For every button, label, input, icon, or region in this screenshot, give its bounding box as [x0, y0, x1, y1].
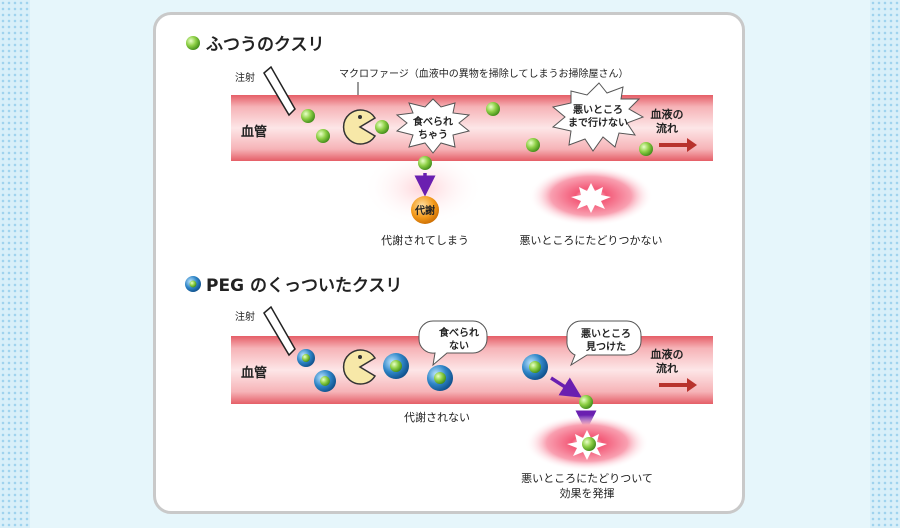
cant-reach-line1: 悪いところ	[573, 104, 623, 116]
drug-particle	[639, 142, 653, 156]
drug-particle	[375, 120, 389, 134]
not-eaten-line1: 食べられ	[438, 326, 479, 339]
peg-drug	[427, 365, 453, 391]
left-border-pattern	[0, 0, 30, 528]
macrophage-eye	[358, 355, 362, 359]
flow-label-2-line1: 血液の	[651, 347, 684, 361]
cant-reach-line2: まで行けない	[568, 116, 628, 129]
syringe-icon	[263, 305, 296, 357]
right-border-pattern	[870, 0, 900, 528]
found-bubble	[566, 320, 642, 367]
eaten-bubble	[395, 98, 471, 154]
vessel-label: 血管	[241, 124, 267, 140]
diagram-card: ふつうのクスリ 注射 マクロファージ（血液中の異物を掃除してしまうお掃除屋さん）…	[153, 12, 745, 514]
not-metabolized-caption: 代謝されない	[404, 410, 470, 424]
peg-ball-core	[189, 280, 197, 288]
drug-particle	[316, 129, 330, 143]
purple-arrow-icon	[550, 376, 582, 398]
effect-caption-line1: 悪いところにたどりついて	[521, 472, 653, 485]
drug-particle	[526, 138, 540, 152]
found-line1: 悪いところ	[581, 328, 631, 340]
cant-reach-caption: 悪いところにたどりつかない	[519, 234, 662, 247]
section-peg-title: PEG のくっついたクスリ	[206, 276, 402, 296]
injection-label-2: 注射	[235, 310, 255, 323]
flow-label-2-line2: 流れ	[656, 361, 678, 375]
macrophage-eye	[358, 115, 362, 119]
drug-at-target	[582, 437, 596, 451]
macrophage-icon	[342, 109, 377, 145]
peg-drug	[383, 353, 409, 379]
metabolized-caption: 代謝されてしまう	[381, 233, 469, 247]
flow-arrowhead-icon	[687, 138, 697, 152]
drug-particle	[301, 109, 315, 123]
vessel-label-2: 血管	[241, 365, 267, 381]
flow-label-line2: 流れ	[656, 121, 678, 135]
flow-arrowhead-icon	[687, 378, 697, 392]
peg-drug	[314, 370, 336, 392]
eaten-bubble-line2: ちゃう	[418, 129, 448, 141]
syringe-icon	[263, 65, 296, 117]
not-eaten-line2: ない	[449, 340, 469, 352]
section-normal: ふつうのクスリ 注射 マクロファージ（血液中の異物を掃除してしまうお掃除屋さん）…	[186, 35, 713, 247]
peg-drug	[522, 354, 548, 380]
section-peg: PEG のくっついたクスリ 注射 血管	[185, 276, 713, 500]
macrophage-label: マクロファージ（血液中の異物を掃除してしまうお掃除屋さん）	[339, 67, 629, 80]
peg-drug	[297, 349, 315, 367]
released-drug	[579, 395, 593, 409]
section-normal-title: ふつうのクスリ	[206, 35, 325, 55]
injection-label: 注射	[235, 71, 255, 84]
drug-particle	[486, 102, 500, 116]
flow-label-line1: 血液の	[651, 107, 684, 121]
metabolism-badge-text: 代謝	[414, 204, 435, 217]
not-eaten-bubble	[418, 320, 488, 367]
green-ball-icon	[186, 36, 200, 50]
effect-caption-line2: 効果を発揮	[560, 486, 615, 500]
metabolism-badge	[411, 196, 439, 224]
cant-reach-bubble	[551, 82, 645, 152]
diagram-svg: ふつうのクスリ 注射 マクロファージ（血液中の異物を掃除してしまうお掃除屋さん）…	[185, 35, 713, 500]
found-line2: 見つけた	[585, 341, 626, 353]
eaten-bubble-line1: 食べられ	[412, 115, 453, 128]
target-spot-icon	[571, 183, 611, 213]
macrophage-icon	[342, 349, 377, 385]
drug-particle	[418, 156, 432, 170]
